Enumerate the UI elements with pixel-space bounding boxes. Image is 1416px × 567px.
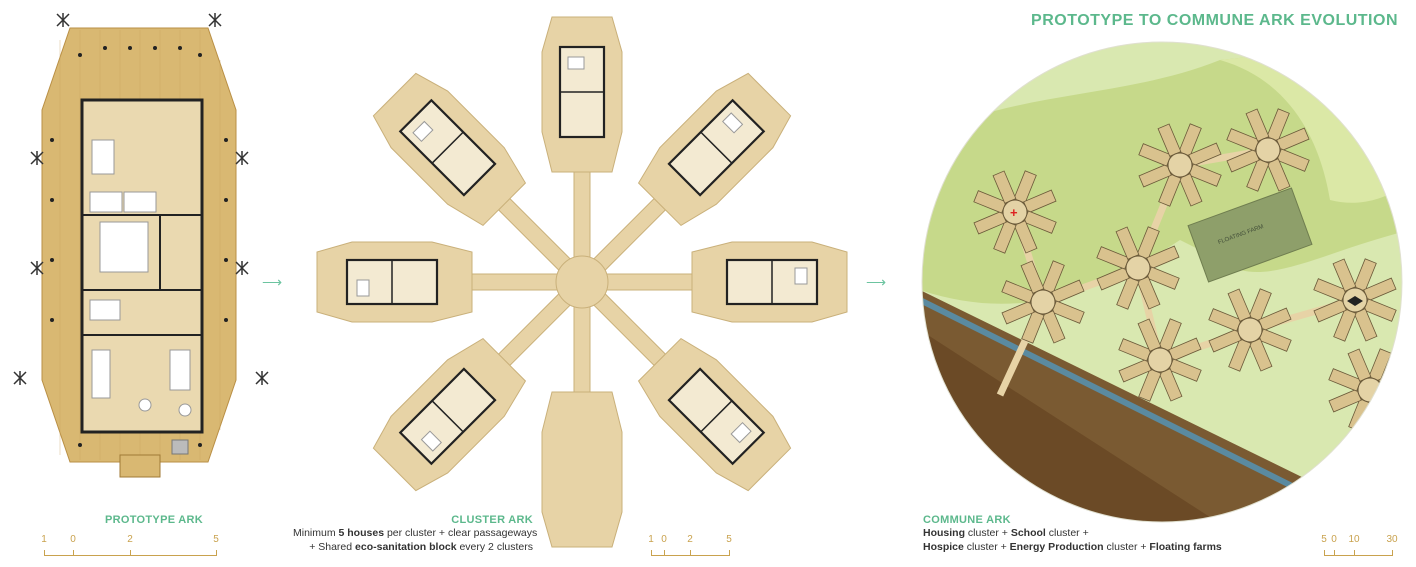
arrow-right-icon: ⟶ <box>262 274 283 290</box>
scale-label: 2 <box>687 534 693 545</box>
cluster-line-2: + Shared eco-sanitation block every 2 cl… <box>309 541 533 553</box>
commune-cluster <box>1138 123 1222 207</box>
scale-label: 10 <box>1348 534 1360 545</box>
commune-cluster <box>1096 226 1180 310</box>
cluster-house <box>667 367 766 466</box>
commune-scale-bar: 5 0 10 30 <box>1321 534 1398 560</box>
school-cap-icon <box>1347 296 1363 306</box>
cluster-caption: CLUSTER ARK Minimum 5 houses per cluster… <box>293 514 538 554</box>
commune-cluster <box>1118 318 1202 402</box>
commune-cluster <box>1208 288 1292 372</box>
cluster-house <box>398 367 497 466</box>
commune-cluster <box>973 170 1057 254</box>
cluster-house <box>398 98 497 197</box>
page-title: PROTOTYPE TO COMMUNE ARK EVOLUTION <box>1031 12 1398 29</box>
cluster-title: CLUSTER ARK <box>451 514 533 526</box>
scale-label: 5 <box>726 534 732 545</box>
cluster-house <box>725 258 819 306</box>
prototype-ark-plan <box>13 13 269 478</box>
scale-label: 0 <box>1331 534 1337 545</box>
cluster-house <box>558 45 606 139</box>
scale-label: 5 <box>213 534 219 545</box>
scale-label: 5 <box>1321 534 1327 545</box>
scale-label: 2 <box>127 534 133 545</box>
prototype-scale-bar: 1 0 2 5 <box>41 534 219 560</box>
arrow-right-icon: ⟶ <box>866 274 887 290</box>
commune-caption: COMMUNE ARK Housing cluster + School clu… <box>923 514 1222 554</box>
scale-label: 1 <box>41 534 47 545</box>
commune-cluster <box>1226 108 1310 192</box>
scale-label: 0 <box>661 534 667 545</box>
prototype-title: PROTOTYPE ARK <box>105 514 204 526</box>
cluster-spoke <box>541 301 623 548</box>
commune-cluster <box>1001 260 1085 344</box>
commune-cluster <box>1313 258 1397 342</box>
commune-line-2: Hospice cluster + Energy Production clus… <box>923 541 1222 553</box>
hospice-cross-icon: + <box>1010 205 1018 220</box>
commune-title: COMMUNE ARK <box>923 514 1011 526</box>
cluster-scale-bar: 1 0 2 5 <box>648 534 732 560</box>
commune-ark-site: + <box>922 42 1402 522</box>
cluster-ark-plan <box>316 16 848 548</box>
cluster-line-1: Minimum 5 houses per cluster + clear pas… <box>293 527 538 539</box>
cluster-house <box>345 258 439 306</box>
scale-label: 0 <box>70 534 76 545</box>
scale-label: 30 <box>1386 534 1398 545</box>
cluster-house <box>667 98 766 197</box>
scale-label: 1 <box>648 534 654 545</box>
commune-line-1: Housing cluster + School cluster + <box>923 527 1089 539</box>
